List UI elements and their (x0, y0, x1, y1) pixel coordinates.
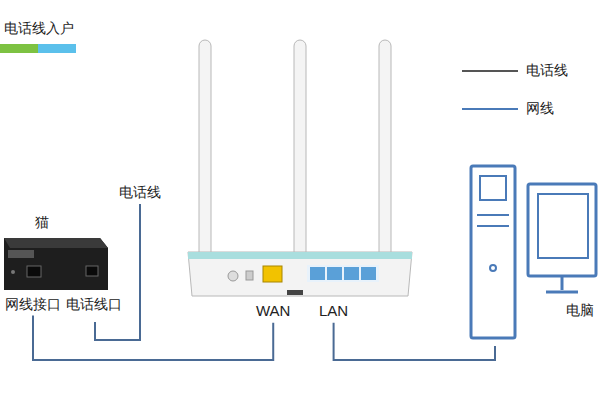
cable (334, 323, 495, 360)
port-label: WAN (254, 300, 292, 323)
legend-text: 电话线 (526, 62, 568, 80)
legend-entry: 网线 (462, 100, 554, 118)
node-text: 网线接口 (5, 296, 61, 314)
legend-text: 网线 (526, 100, 554, 118)
legend-line (462, 103, 518, 115)
node-text: 电话线口 (66, 296, 122, 314)
port-label: 电话线口 (64, 294, 124, 316)
color-bar (38, 44, 76, 53)
wire-label: 电话线 (119, 184, 161, 202)
port-label: 网线接口 (3, 294, 63, 316)
node-text: LAN (319, 302, 348, 321)
node-text: WAN (256, 302, 290, 321)
port-label: LAN (317, 300, 350, 323)
node-text: 猫 (35, 214, 49, 232)
legend-entry: 电话线 (462, 62, 568, 80)
node-text: 电脑 (566, 302, 594, 320)
computer (471, 166, 596, 338)
legend-line (462, 65, 518, 77)
color-bar (0, 44, 38, 53)
router (188, 40, 412, 296)
cable (33, 316, 273, 361)
title-label: 电话线入户 (4, 20, 74, 38)
modem-node: 猫网线接口电话线口 (2, 214, 138, 320)
computer-node: 电脑 (464, 158, 598, 346)
phone-wire (95, 204, 140, 340)
modem (4, 238, 108, 290)
